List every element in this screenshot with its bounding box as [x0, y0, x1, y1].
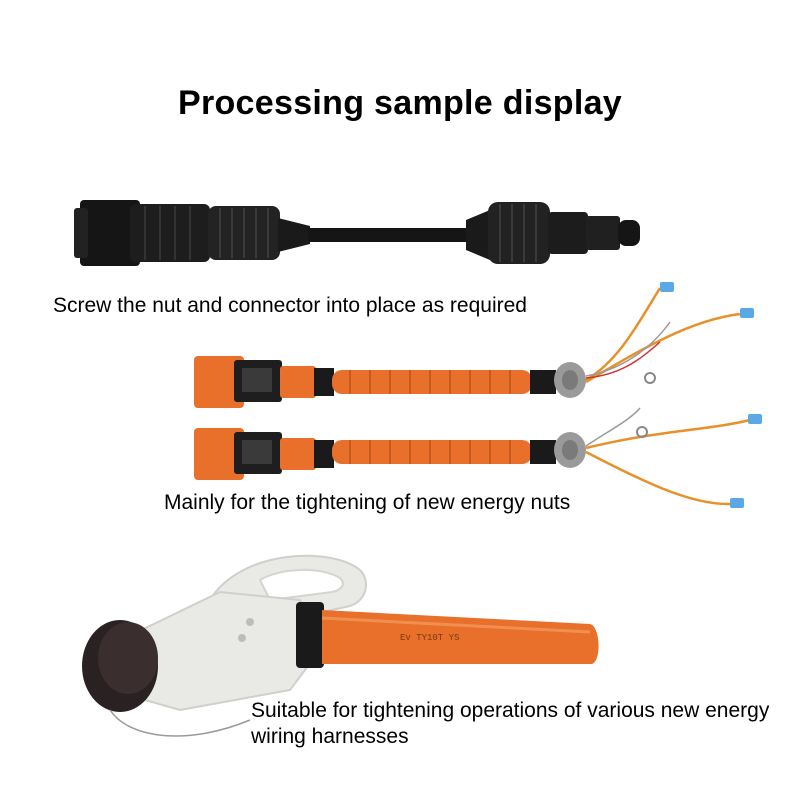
cable-print: Ev TY10T YS — [400, 633, 459, 643]
sample-caption-1: Screw the nut and connector into place a… — [53, 294, 527, 317]
sample-caption-3: Suitable for tightening operations of va… — [251, 699, 770, 748]
ev-charging-gun-image: Ev TY10T YS — [82, 554, 599, 737]
orange-harness-image — [194, 282, 762, 508]
page-title: Processing sample display — [177, 84, 623, 122]
solar-connector-image — [74, 200, 640, 266]
sample-caption-2: Mainly for the tightening of new energy … — [164, 491, 571, 514]
